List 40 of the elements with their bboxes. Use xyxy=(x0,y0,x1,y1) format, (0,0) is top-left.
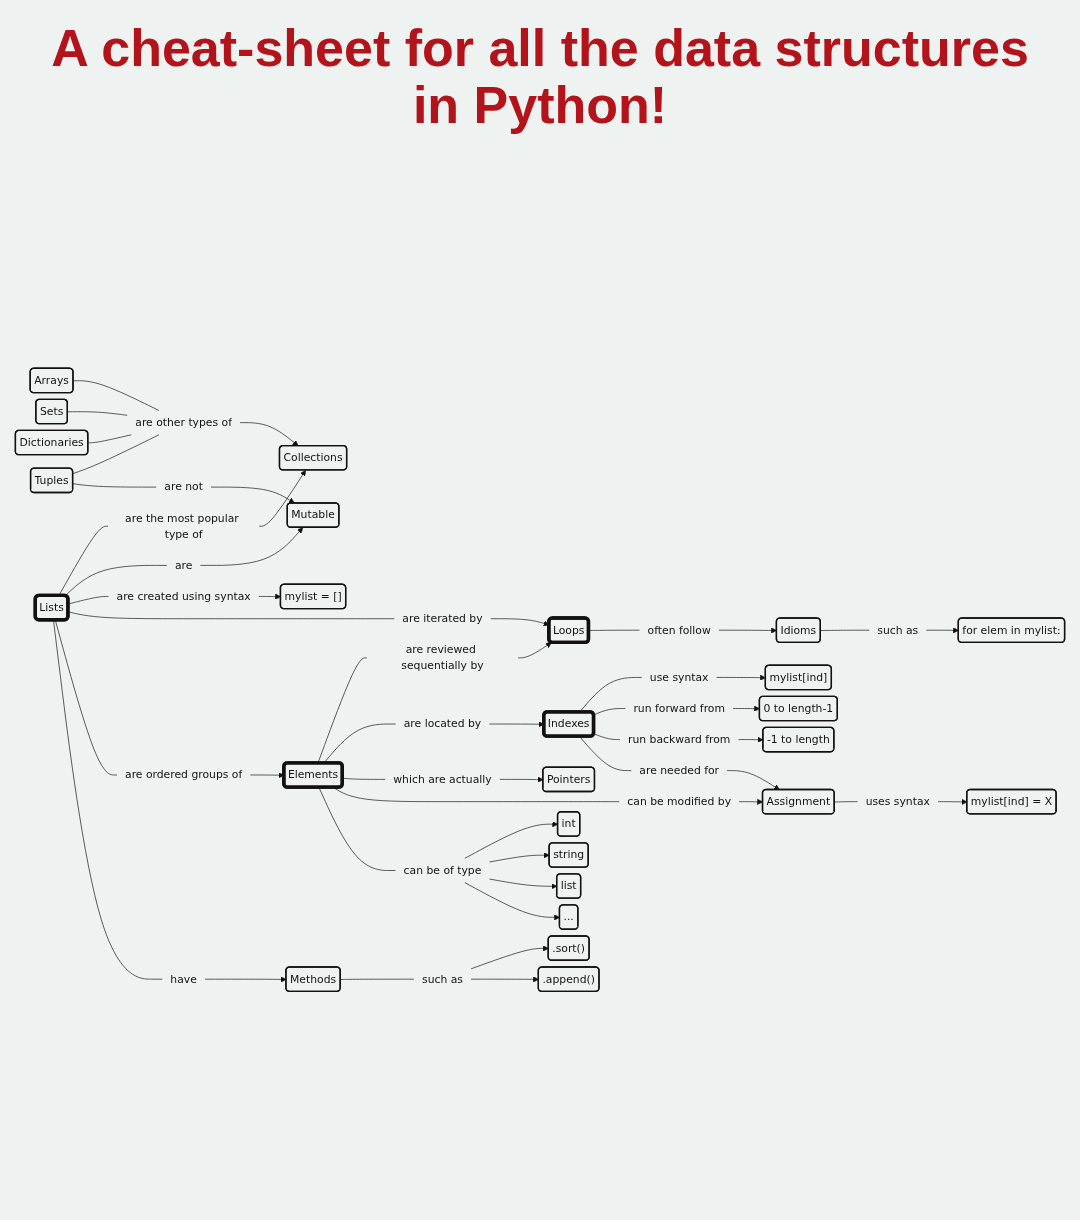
node-text: which are actually xyxy=(393,773,492,786)
node-text: are xyxy=(174,559,193,572)
node-text: are needed for xyxy=(639,764,720,778)
connector xyxy=(834,801,858,803)
connector xyxy=(318,787,396,872)
title: A cheat-sheet for all the data structures in Python! xyxy=(50,20,1030,135)
connector xyxy=(340,979,415,981)
connector xyxy=(579,736,632,772)
node-text: use syntax xyxy=(649,671,709,684)
connector xyxy=(87,434,132,444)
connector xyxy=(579,677,643,713)
connector xyxy=(72,483,157,488)
node-text: can be of type xyxy=(403,864,482,877)
connector xyxy=(323,724,396,764)
node-text: are ordered groups of xyxy=(125,768,243,782)
connector xyxy=(54,620,118,776)
connector xyxy=(73,380,160,412)
connector xyxy=(53,620,163,980)
node-text: are the most popular type of xyxy=(125,511,239,541)
connector xyxy=(317,657,368,764)
node-text: such as xyxy=(877,623,919,637)
node-text: are other types of xyxy=(135,416,232,430)
node-text: such as xyxy=(422,972,463,986)
node-text: uses syntax xyxy=(865,795,930,809)
connector xyxy=(72,434,160,475)
node-text: often follow xyxy=(647,623,711,637)
node-text: are located by xyxy=(403,717,482,731)
connector xyxy=(64,565,168,597)
node-text: run forward from xyxy=(633,702,725,715)
node-text: can be modified by xyxy=(627,795,732,809)
node-text: are iterated by xyxy=(402,612,483,626)
node-text: are created using syntax xyxy=(116,590,251,603)
node-text: have xyxy=(170,972,197,986)
connector xyxy=(593,708,626,716)
connector xyxy=(820,630,870,632)
node-text: are reviewed sequentially by xyxy=(401,643,484,673)
node-text: run backward from xyxy=(628,733,731,746)
node-text: are not xyxy=(164,480,203,494)
connector xyxy=(67,411,128,416)
connector xyxy=(593,733,621,741)
